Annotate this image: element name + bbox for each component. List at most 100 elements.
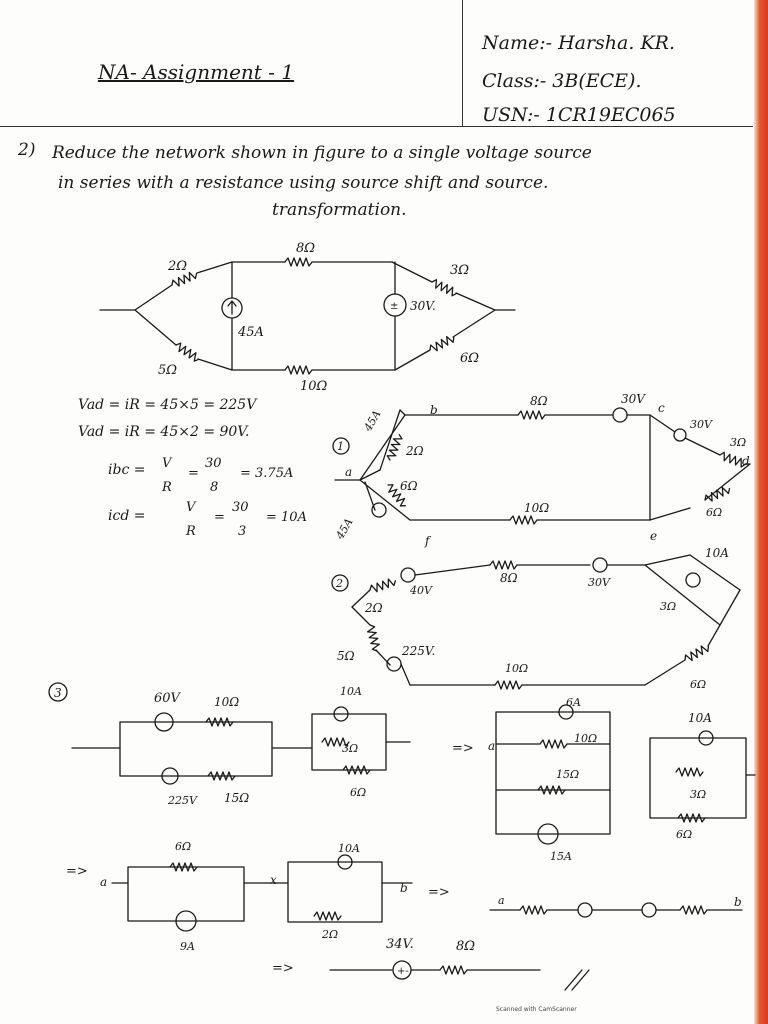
calc-ibc-result: = 3.75A [240,466,294,481]
svg-text:15A: 15A [550,850,572,863]
svg-text:3Ω: 3Ω [730,436,746,449]
svg-text:2Ω: 2Ω [167,259,187,274]
student-usn: USN:- 1CR19EC065 [482,104,676,126]
svg-text:2Ω: 2Ω [405,444,424,458]
svg-text:10A: 10A [705,546,729,560]
svg-text:=>: => [428,885,450,900]
svg-text:5Ω: 5Ω [337,649,355,663]
step4-figure: => a 6Ω 9A x 10A 2Ω b => a b [66,840,743,953]
svg-text:30V: 30V [621,392,646,406]
svg-text:3: 3 [54,686,62,700]
svg-text:225V.: 225V. [401,644,435,658]
svg-text:b: b [400,881,408,895]
scanner-footer: Scanned with CamScanner [496,1006,577,1013]
svg-text:8Ω: 8Ω [456,939,475,954]
svg-text:6A: 6A [566,696,581,709]
calc-ibc-den: 8 [210,480,219,495]
svg-text:8Ω: 8Ω [296,241,315,256]
svg-text:40V: 40V [409,584,433,597]
svg-text:6Ω: 6Ω [706,506,722,519]
step1-figure: 1 a b c d e f 45A 45A 2Ω [332,392,751,548]
svg-text:6Ω: 6Ω [460,351,479,366]
svg-text:10Ω: 10Ω [574,732,597,745]
question-number: 2) [18,140,36,160]
original-network-figure: 8Ω 2Ω 3Ω 5Ω 6Ω 10Ω 45A 30V. ± [99,241,516,394]
svg-text:c: c [658,401,665,415]
svg-text:=>: => [452,741,474,756]
svg-text:a: a [488,739,495,753]
svg-text:=>: => [272,961,294,976]
svg-text:9A: 9A [180,940,195,953]
svg-text:3Ω: 3Ω [342,742,358,755]
svg-text:60V: 60V [154,691,182,706]
svg-text:3Ω: 3Ω [450,263,469,278]
svg-text:6Ω: 6Ω [676,828,692,841]
question-line-3: transformation. [272,200,407,220]
svg-text:a: a [345,465,352,479]
calc-ibc-label: ibc = [108,462,146,478]
svg-text:30V: 30V [690,418,713,431]
question-line-1: Reduce the network shown in figure to a … [52,143,592,163]
svg-text:=>: => [66,864,88,879]
svg-text:a: a [100,875,107,889]
svg-text:6Ω: 6Ω [400,479,418,493]
calc-icd-result: = 10A [266,510,307,525]
assignment-title: NA- Assignment - 1 [98,60,295,84]
calc-ibc-r: R [162,480,172,495]
svg-text:6Ω: 6Ω [350,786,366,799]
svg-text:a: a [498,894,505,907]
paper-edge-decoration [754,0,768,1024]
svg-text:e: e [650,529,657,543]
calc-icd-num: 30 [232,500,249,515]
svg-text:30V.: 30V. [410,299,436,313]
calc-icd-label: icd = [108,508,146,524]
svg-text:d: d [742,454,750,468]
calc-icd-r: R [186,524,196,539]
svg-text:b: b [430,403,438,417]
svg-text:±: ± [390,301,398,312]
svg-text:5Ω: 5Ω [158,363,177,378]
student-class: Class:- 3B(ECE). [482,70,642,92]
step3-figure: 3 60V 10Ω 225V 15Ω 10A 3Ω 6Ω => a 6A 10Ω… [48,682,756,863]
svg-text:10Ω: 10Ω [300,379,328,394]
svg-text:10Ω: 10Ω [505,662,528,675]
svg-text:10Ω: 10Ω [524,501,549,515]
calc-icd-v: V [186,500,196,515]
svg-text:10Ω: 10Ω [214,695,239,709]
svg-text:10A: 10A [338,842,360,855]
svg-text:1: 1 [337,440,344,453]
svg-text:225V: 225V [167,794,198,807]
svg-text:45A: 45A [361,408,384,434]
calc-vad-90: Vad = iR = 45×2 = 90V. [78,424,250,440]
step2-figure: 2 2Ω 40V 8Ω 30V 10A 3Ω 5Ω 225V. 10Ω 6Ω [331,546,741,691]
svg-text:45A: 45A [237,325,264,340]
svg-text:3Ω: 3Ω [660,600,676,613]
svg-text:30V: 30V [588,576,611,589]
student-name: Name:- Harsha. KR. [482,32,675,54]
svg-text:10A: 10A [340,685,362,698]
student-info-box [462,0,753,127]
svg-text:3Ω: 3Ω [690,788,706,801]
calc-ibc-v: V [162,456,172,471]
svg-text:2: 2 [335,577,343,590]
svg-text:+-: +- [397,966,409,977]
calc-vad-225: Vad = iR = 45×5 = 225V [78,397,257,413]
final-figure: => +- 34V. 8Ω [272,937,590,991]
svg-text:15Ω: 15Ω [556,768,579,781]
header-rule [0,126,462,127]
svg-text:x: x [270,873,277,887]
svg-text:8Ω: 8Ω [500,571,518,585]
calc-icd-den: 3 [238,524,247,539]
svg-text:6Ω: 6Ω [175,840,191,853]
svg-text:6Ω: 6Ω [690,678,706,691]
svg-text:8Ω: 8Ω [530,394,548,408]
svg-text:15Ω: 15Ω [224,791,249,805]
svg-text:b: b [734,895,742,909]
svg-text:f: f [424,534,432,548]
calc-ibc-num: 30 [205,456,222,471]
svg-text:10A: 10A [688,711,712,725]
svg-text:2Ω: 2Ω [321,928,338,941]
svg-text:2Ω: 2Ω [364,601,383,615]
svg-text:45A: 45A [333,516,356,542]
